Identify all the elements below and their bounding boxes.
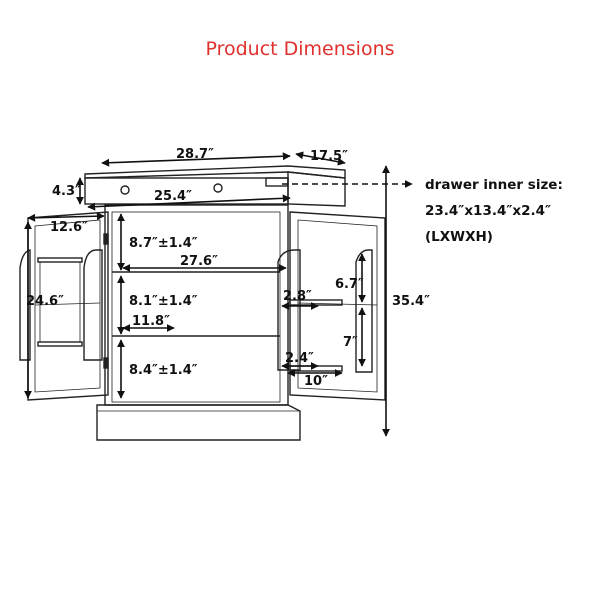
- base-plinth: [96, 404, 301, 441]
- label-middle-gap: 8.1″±1.4″: [129, 294, 198, 309]
- page-title: Product Dimensions: [205, 38, 395, 60]
- label-door-shelf-depth-low: 2.4″: [285, 351, 314, 366]
- label-drawer-height: 4.3″: [52, 184, 81, 199]
- dimension-lines: [24, 151, 413, 437]
- label-shelf-depth: 11.8″: [132, 314, 170, 329]
- drawer-slide: [265, 177, 289, 187]
- right-door-handle: [277, 249, 301, 371]
- label-door-shelf-low: 7″: [343, 335, 358, 350]
- drawer-side: [287, 171, 346, 207]
- label-inner-width: 27.6″: [180, 254, 218, 269]
- dim-drawer-width: [87, 194, 291, 211]
- left-door-rack-low: [37, 341, 83, 347]
- drawer-knob-left: [120, 185, 130, 195]
- label-top-depth: 17.5″: [310, 149, 348, 164]
- label-door-shelf-width: 10″: [304, 374, 328, 389]
- label-door-width: 12.6″: [50, 220, 88, 235]
- label-door-shelf-depth-top: 2.8″: [283, 289, 312, 304]
- label-total-height: 35.4″: [392, 294, 430, 309]
- label-lower-gap: 8.4″±1.4″: [129, 363, 198, 378]
- label-top-length: 28.7″: [176, 147, 214, 162]
- drawer-note-line3: (LXWXH): [425, 229, 493, 245]
- label-door-shelf-top: 6.7″: [335, 277, 364, 292]
- dim-door-width: [27, 212, 105, 222]
- drawer-note-line1: drawer inner size:: [425, 177, 563, 193]
- label-upper-gap: 8.7″±1.4″: [129, 236, 198, 251]
- dim-top-depth: [295, 151, 346, 166]
- left-door-rack-top: [37, 257, 83, 263]
- label-door-height: 24.6″: [26, 294, 64, 309]
- dim-top-length: [101, 152, 291, 167]
- label-drawer-width: 25.4″: [154, 189, 192, 204]
- top-surface: [84, 165, 346, 179]
- drawer-knob-right: [213, 183, 223, 193]
- drawer-note-line2: 23.4″x13.4″x2.4″: [425, 203, 551, 219]
- cabinet-interior: [111, 211, 281, 403]
- cabinet-drawing: [19, 165, 386, 441]
